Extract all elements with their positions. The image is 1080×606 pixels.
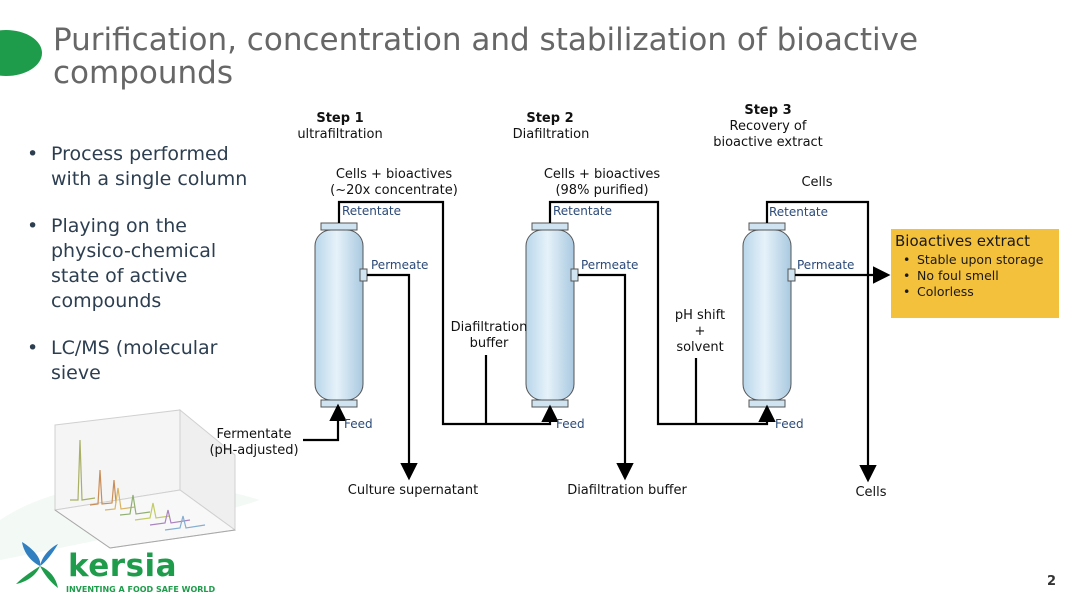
bioactives-extract-box: Bioactives extract Stable upon storage N… (891, 229, 1059, 318)
diafiltration-buffer-in-line1: Diafiltration (450, 320, 528, 335)
green-accent-shape (0, 30, 42, 76)
ph-shift-label-line2: + (694, 324, 706, 339)
feed-port-label-3: Feed (775, 417, 804, 431)
permeate-port-label-2: Permeate (581, 258, 639, 272)
slide-title: Purification, concentration and stabiliz… (53, 22, 919, 91)
permeate-port-label-3: Permeate (797, 258, 855, 272)
step3-desc-line1: Recovery of (729, 119, 807, 134)
permeate-line-step2 (578, 273, 634, 481)
permeate-line-step1 (367, 273, 418, 481)
retentate-line-step1 (337, 200, 559, 426)
ph-shift-label-line1: pH shift (674, 308, 726, 323)
extract-title: Bioactives extract (895, 232, 1031, 250)
step2-desc: Diafiltration (512, 127, 590, 142)
column-step2 (525, 222, 579, 408)
bullet-item-text: Playing on the physico-chemical state of… (51, 215, 217, 312)
step3-name: Step 3 (744, 103, 792, 118)
step3-retentate-label: Cells (801, 175, 833, 190)
diafiltration-buffer-out-label: Diafiltration buffer (567, 483, 687, 498)
step1-retentate-label-line2: (~20x concentrate) (330, 183, 458, 198)
retentate-line-step3 (765, 200, 877, 483)
retentate-port-label-1: Retentate (342, 204, 402, 218)
extract-property: Stable upon storage (895, 252, 1055, 268)
kersia-logo-icon (16, 542, 58, 588)
permeate-port-label-1: Permeate (371, 258, 429, 272)
step1-desc: ultrafiltration (297, 127, 383, 142)
feed-port-label-1: Feed (344, 417, 373, 431)
fermentate-label-line1: Fermentate (216, 427, 292, 442)
retentate-line-step2 (548, 200, 776, 426)
feed-line-step1 (303, 403, 347, 442)
brand-tagline: INVENTING A FOOD SAFE WORLD (66, 585, 216, 594)
page-number: 2 (1047, 574, 1057, 589)
retentate-port-label-2: Retentate (553, 204, 613, 218)
step3-desc-line2: bioactive extract (713, 135, 823, 150)
step2-retentate-label-line1: Cells + bioactives (543, 167, 661, 182)
fermentate-label-line2: (pH-adjusted) (209, 443, 299, 458)
column-step1 (314, 222, 368, 408)
bullet-item: LC/MS (molecular sieve (27, 336, 257, 386)
step1-name: Step 1 (316, 111, 364, 126)
feed-port-label-2: Feed (556, 417, 585, 431)
column-step3 (742, 222, 796, 408)
extract-property: No foul smell (895, 268, 1055, 284)
ph-shift-label-line3: solvent (676, 340, 724, 355)
brand-name: kersia (68, 548, 178, 584)
retentate-port-label-3: Retentate (769, 205, 829, 219)
diafiltration-buffer-in-line2: buffer (469, 336, 509, 351)
bullet-item: Playing on the physico-chemical state of… (27, 214, 257, 314)
step2-retentate-label-line2: (98% purified) (555, 183, 649, 198)
extract-properties: Stable upon storage No foul smell Colorl… (895, 252, 1055, 300)
bullet-item: Process performed with a single column (27, 142, 257, 192)
step1-retentate-label-line1: Cells + bioactives (335, 167, 453, 182)
cells-out-label: Cells (855, 485, 887, 500)
culture-supernatant-label: Culture supernatant (347, 483, 479, 498)
step2-name: Step 2 (526, 111, 574, 126)
extract-property: Colorless (895, 284, 1055, 300)
bullet-list: Process performed with a single column P… (27, 142, 257, 408)
